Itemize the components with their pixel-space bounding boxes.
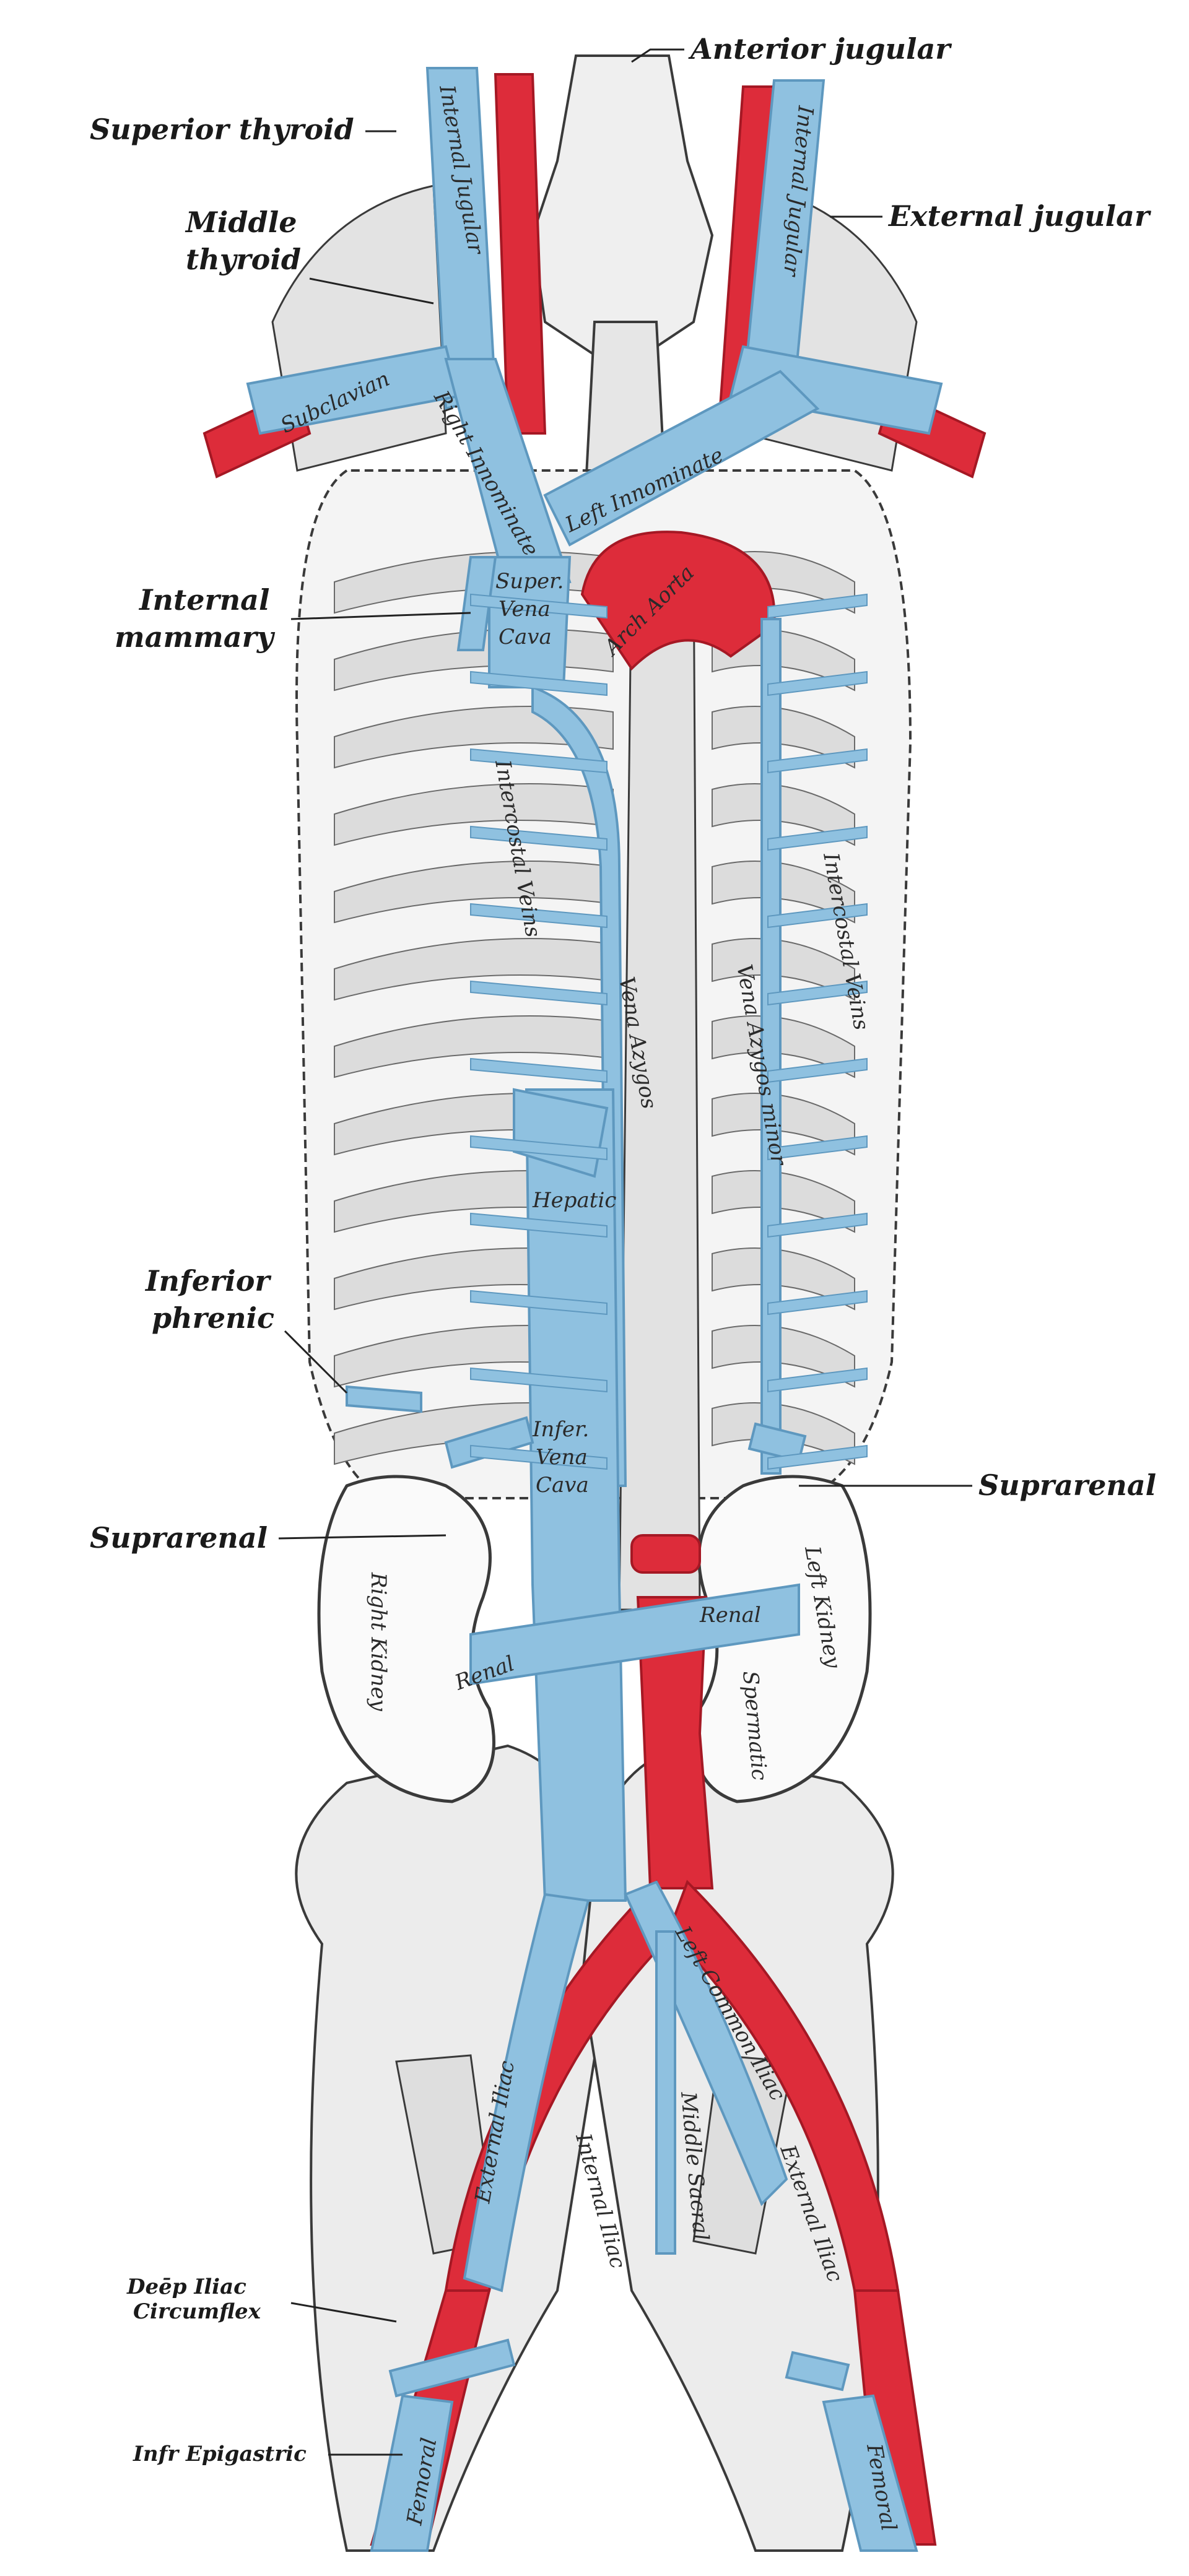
label-middle-thyroid-2: thyroid: [186, 243, 301, 276]
label-suprarenal-right: Suprarenal: [90, 1521, 268, 1555]
label-deep-iliac-circumflex-1: Deēp Iliac: [126, 2275, 246, 2299]
intercostal-vein: [767, 670, 868, 696]
azygos-vein: [531, 685, 627, 1487]
inferior-phrenic-vein: [346, 1385, 422, 1413]
left-femoral-vein: [822, 2394, 918, 2552]
leader-anterior-jugular: [631, 48, 684, 63]
rib: [334, 861, 614, 924]
rib: [712, 1015, 855, 1078]
intercostal-vein: [767, 1135, 868, 1161]
rib: [712, 1247, 855, 1311]
intercostal-veins: [470, 593, 868, 1470]
label-deep-iliac-circumflex-2: Circumflex: [133, 2299, 261, 2324]
label-external-jugular: External jugular: [887, 199, 1152, 233]
intercostal-vein: [470, 593, 608, 619]
hemiazygos-vein: [760, 618, 782, 1475]
inferior-epigastric-vein-right: [388, 2338, 516, 2398]
intercostal-vein: [470, 1367, 608, 1393]
intercostal-vein: [470, 825, 608, 851]
aorta-abdominal: [636, 1596, 714, 1889]
label-inf-epigastric: Infr Epigastric: [133, 2442, 307, 2466]
leader-internal-mammary: [290, 612, 471, 620]
intercostal-vein: [767, 593, 868, 619]
rib: [712, 1325, 855, 1388]
label-inferior-phrenic-1: Inferior: [144, 1264, 272, 1298]
leader-suprarenal-right: [278, 1534, 446, 1540]
rib: [712, 706, 855, 769]
intercostal-vein: [767, 748, 868, 774]
spine: [618, 556, 701, 1611]
label-inferior-vena-cava-3: Cava: [536, 1473, 589, 1498]
intercostal-vein: [767, 1212, 868, 1238]
intercostal-vein: [470, 980, 608, 1006]
rib: [334, 706, 614, 769]
leader-inferior-phrenic: [284, 1330, 348, 1394]
label-hepatic: Hepatic: [532, 1188, 616, 1213]
kidneys: [317, 1475, 872, 1803]
intercostal-vein: [767, 825, 868, 851]
intercostal-vein: [470, 1444, 608, 1470]
rib: [712, 938, 855, 1001]
rib: [334, 938, 614, 1001]
renal-veins: [469, 1583, 800, 1686]
intercostal-vein: [470, 1057, 608, 1083]
middle-sacral-vein: [655, 1930, 676, 2255]
right-femoral-vein: [370, 2394, 454, 2552]
aortic-arch: [580, 531, 776, 671]
label-superior-vena-cava-3: Cava: [499, 625, 552, 649]
label-anterior-jugular: Anterior jugular: [688, 32, 952, 66]
rib: [712, 1093, 855, 1156]
left-innominate-vein: [543, 370, 820, 547]
rib: [334, 1015, 614, 1078]
leader-lines: [278, 48, 972, 2456]
label-renal-center: Renal: [699, 1603, 761, 1628]
right-kidney: [317, 1475, 495, 1803]
veins: [246, 67, 943, 2552]
intercostal-vein: [767, 1444, 868, 1470]
rib: [712, 861, 855, 924]
intercostal-vein: [767, 980, 868, 1006]
label-internal-mammary-1: Internal: [138, 583, 269, 617]
intercostal-vein: [470, 1290, 608, 1316]
label-inferior-phrenic-2: phrenic: [152, 1301, 274, 1335]
outer-labels: Anterior jugular Superior thyroid Middle…: [90, 32, 1156, 2466]
label-inferior-vena-cava-1: Infer.: [532, 1417, 589, 1442]
rib: [712, 1170, 855, 1233]
suprarenal-vein-right: [444, 1416, 534, 1469]
intercostal-vein: [470, 670, 608, 696]
label-suprarenal-left: Suprarenal: [978, 1468, 1156, 1502]
intercostal-vein: [767, 1057, 868, 1083]
label-middle-thyroid-1: Middle: [185, 206, 297, 239]
intercostal-vein: [470, 1212, 608, 1238]
leader-middle-thyroid: [309, 277, 434, 305]
renal-artery-stump: [630, 1534, 701, 1574]
label-internal-mammary-2: mammary: [115, 620, 276, 654]
intercostal-vein: [767, 903, 868, 929]
label-superior-vena-cava-2: Vena: [499, 597, 551, 622]
label-inferior-vena-cava-2: Vena: [536, 1445, 588, 1470]
inferior-vena-cava: [525, 1088, 627, 1902]
label-superior-vena-cava-1: Super.: [495, 569, 564, 594]
label-superior-thyroid: Superior thyroid: [90, 113, 354, 146]
right-carotid-artery: [494, 73, 547, 435]
right-external-iliac-vein: [463, 1893, 590, 2292]
leader-deep-iliac-circumflex: [290, 2302, 397, 2323]
intercostal-vein: [767, 1367, 868, 1393]
intercostal-vein: [470, 748, 608, 774]
rib: [334, 783, 614, 846]
label-right-kidney: Right Kidney: [366, 1572, 391, 1712]
intercostal-vein: [767, 1290, 868, 1316]
rib: [712, 783, 855, 846]
inferior-epigastric-vein-left: [785, 2351, 850, 2392]
intercostal-vein: [470, 903, 608, 929]
intercostal-vein: [470, 1135, 608, 1161]
